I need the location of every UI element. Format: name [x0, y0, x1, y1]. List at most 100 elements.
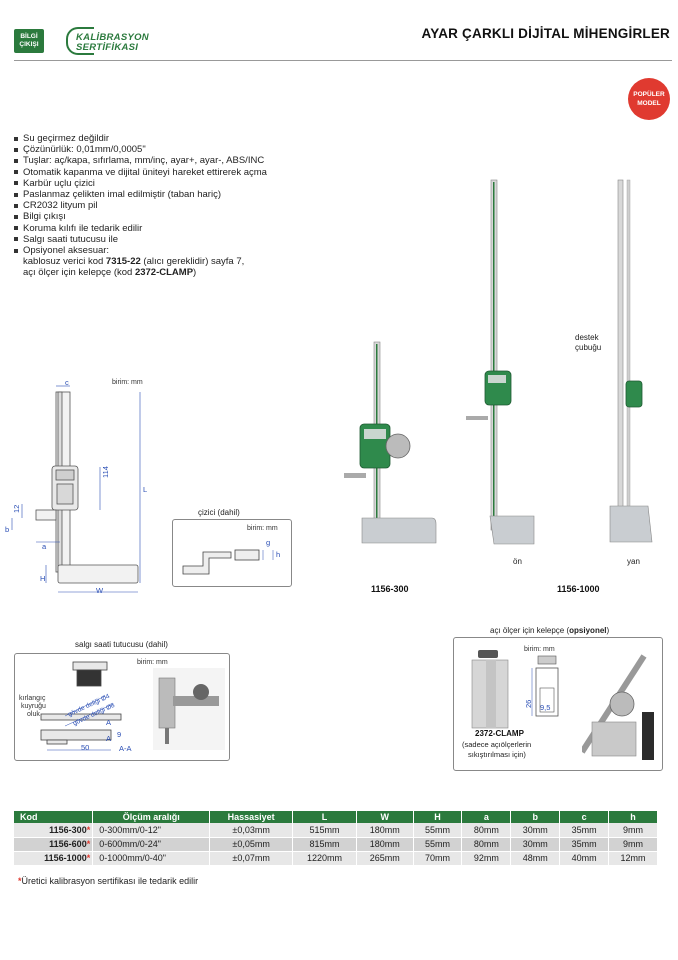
clamp-note-1: (sadece açıölçerlerin	[462, 740, 532, 749]
clamp-dim-26: 26	[524, 699, 533, 708]
optional-text: açı ölçer için kelepçe (kod	[23, 267, 135, 279]
clamp-dim-9-5: 9,5	[540, 703, 551, 712]
table-cell: 0-300mm/0-12"	[92, 823, 211, 838]
scriber-title: çizici (dahil)	[198, 508, 240, 517]
table-row: 1156-300* 0-300mm/0-12" ±0,03mm 515mm 18…	[14, 823, 658, 838]
col-header: L	[292, 811, 358, 823]
table-cell: 9mm	[608, 837, 658, 852]
feature-item: Çözünürlük: 0,01mm/0,0005"	[14, 144, 324, 155]
calibration-star: *	[86, 839, 91, 849]
product-1156-1000-side-illustration	[609, 179, 653, 543]
col-header: Hassasiyet	[209, 811, 293, 823]
dial-holder-dim-9: 9	[117, 730, 122, 739]
clamp-title-text: açı ölçer için kelepçe (	[490, 626, 570, 635]
support-rod-label-2: çubuğu	[575, 343, 602, 352]
col-header: b	[510, 811, 561, 823]
calibration-certificate-logo: KALİBRASYON SERTİFİKASI	[66, 27, 166, 55]
data-output-badge: BİLGİ ÇIKIŞI	[14, 29, 44, 53]
code-text: 1156-600	[49, 839, 87, 849]
dovetail-label-2: kuyruğu	[21, 703, 46, 710]
dim-W: W	[96, 586, 104, 595]
cell-code: 1156-600*	[14, 837, 94, 852]
table-cell: 9mm	[608, 823, 658, 838]
clamp-code: 2372-CLAMP	[475, 729, 524, 738]
badge-line-2: ÇIKIŞI	[19, 41, 39, 48]
table-cell: 40mm	[559, 851, 610, 866]
table-cell: 12mm	[608, 851, 658, 866]
table-cell: 815mm	[292, 837, 358, 852]
table-cell: 180mm	[356, 823, 414, 838]
popular-line-1: POPÜLER	[633, 91, 665, 98]
calibration-star: *	[86, 824, 91, 835]
footnote: *Üretici kalibrasyon sertifikası ile ted…	[18, 876, 198, 886]
clamp-photo	[471, 650, 509, 729]
optional-line-1: kablosuz verici kod 7315-22 (alıcı gerek…	[14, 256, 324, 267]
logo-line-1: KALİBRASYON	[76, 32, 149, 43]
table-cell: 180mm	[356, 837, 414, 852]
feature-item: Bilgi çıkışı	[14, 211, 324, 222]
table-cell: 80mm	[461, 837, 512, 852]
popular-model-badge: POPÜLER MODEL	[628, 78, 670, 120]
dim-a: a	[42, 542, 47, 551]
dial-holder-photo	[153, 668, 225, 750]
optional-line-2: açı ölçer için kelepçe (kod 2372-CLAMP)	[14, 267, 324, 278]
header-divider	[14, 60, 672, 61]
feature-item: Opsiyonel aksesuar:	[14, 245, 324, 256]
col-header: h	[608, 811, 658, 823]
scriber-drawing	[182, 549, 274, 575]
clamp-panel: birim: mm 26 9,5 2372-CLAMP (sadece açıö…	[453, 637, 663, 771]
section-mark-a-1: A	[106, 718, 112, 727]
clamp-unit: birim: mm	[524, 646, 555, 653]
feature-item: Tuşlar: aç/kapa, sıfırlama, mm/inç, ayar…	[14, 155, 324, 166]
table-cell: 515mm	[292, 823, 358, 838]
clamp-title-text: )	[606, 626, 610, 635]
scriber-dim-g: g	[266, 538, 271, 547]
table-cell: 30mm	[510, 837, 561, 852]
feature-item: Paslanmaz çelikten imal edilmiştir (taba…	[14, 189, 324, 200]
scriber-panel: birim: mm g h	[172, 519, 292, 587]
table-cell: ±0,03mm	[209, 823, 293, 838]
table-cell: 265mm	[356, 851, 414, 866]
clamp-title-optional: opsiyonel	[569, 626, 607, 635]
scriber-dim-h: h	[276, 550, 281, 559]
scriber-unit: birim: mm	[247, 525, 278, 532]
product-1156-1000-front-illustration	[466, 179, 535, 545]
section-mark-a-2: A	[106, 734, 112, 743]
feature-item: Otomatik kapanma ve dijital üniteyi hare…	[14, 167, 324, 178]
view-front-label: ön	[513, 557, 522, 566]
col-header: Ölçüm aralığı	[92, 811, 211, 823]
footnote-star: *	[18, 876, 22, 886]
dial-holder-panel: birim: mm kırlangıç kuyruğu oluk gövde d…	[14, 653, 230, 761]
dial-holder-drawing	[40, 661, 122, 751]
col-header: W	[356, 811, 414, 823]
model-label-1156-1000: 1156-1000	[557, 584, 600, 594]
feature-item: CR2032 lityum pil	[14, 200, 324, 211]
table-cell: 48mm	[510, 851, 561, 866]
col-header: H	[413, 811, 463, 823]
table-cell: 80mm	[461, 823, 512, 838]
code-text: 1156-300	[49, 824, 87, 835]
feature-item: Su geçirmez değildir	[14, 133, 324, 144]
dim-L: L	[143, 485, 148, 494]
feature-item: Koruma kılıfı ile tedarik edilir	[14, 223, 324, 234]
table-cell: 0-1000mm/0-40"	[92, 851, 211, 866]
dial-holder-unit: birim: mm	[137, 659, 168, 666]
table-cell: 55mm	[413, 823, 463, 838]
col-header: a	[461, 811, 512, 823]
table-row: 1156-1000* 0-1000mm/0-40" ±0,07mm 1220mm…	[14, 851, 658, 866]
section-label-aa: A-A	[119, 744, 132, 753]
badge-line-1: BİLGİ	[20, 33, 38, 40]
table-row: 1156-600* 0-600mm/0-24" ±0,05mm 815mm 18…	[14, 837, 658, 852]
table-cell: 35mm	[559, 823, 610, 838]
feature-item: Karbür uçlu çizici	[14, 178, 324, 189]
logo-frame	[66, 27, 94, 55]
dial-holder-dim-50: 50	[81, 743, 90, 752]
clamp-note-2: sıkıştırılması için)	[468, 750, 526, 759]
dim-b: b	[5, 525, 10, 534]
table-cell: 70mm	[413, 851, 463, 866]
feature-list: Su geçirmez değildir Çözünürlük: 0,01mm/…	[14, 133, 324, 279]
product-1156-300-illustration	[344, 341, 437, 544]
spec-table: Kod Ölçüm aralığı Hassasiyet L W H a b c…	[14, 811, 658, 866]
table-cell: 0-600mm/0-24"	[92, 837, 211, 852]
dial-holder-title: salgı saati tutucusu (dahil)	[75, 640, 168, 649]
